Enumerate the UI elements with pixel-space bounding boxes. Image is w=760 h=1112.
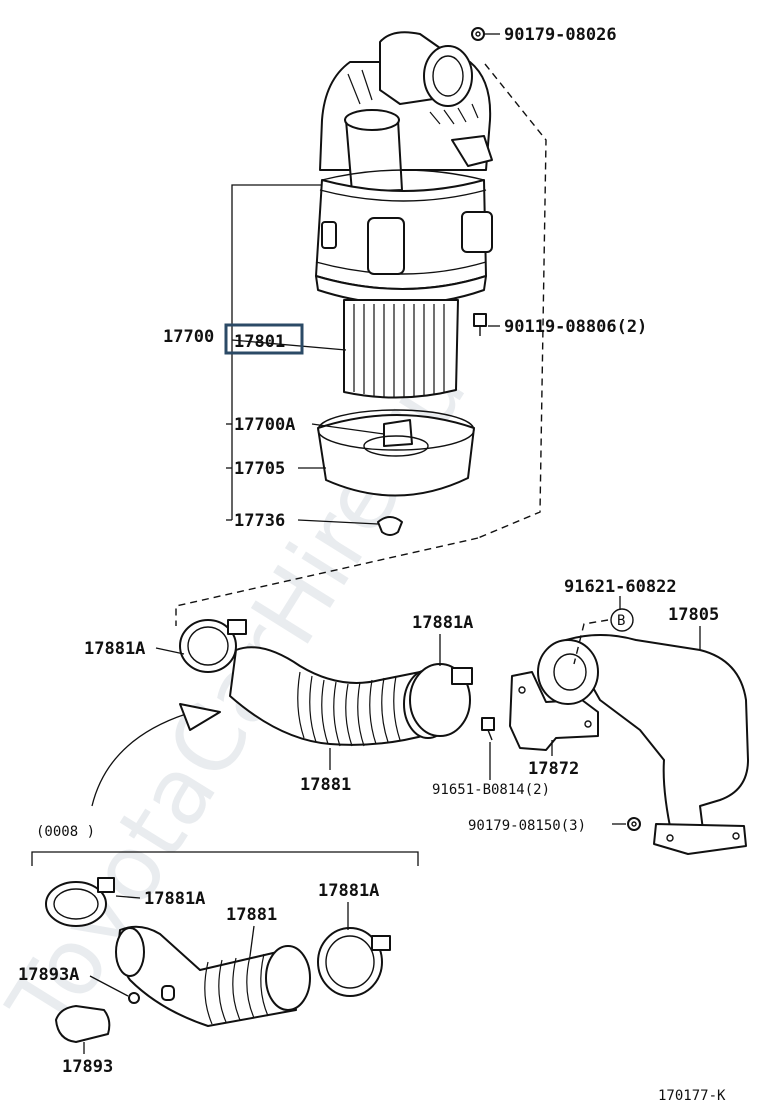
housing-clip-left: [321, 221, 337, 249]
lower-hose-bellows: [204, 953, 269, 1025]
callout-17881: 17881: [300, 775, 351, 795]
callout-17801: 17801: [234, 332, 285, 352]
marker-b: B: [617, 613, 625, 629]
plug-17893: [55, 1005, 111, 1043]
figure-code: 170177-K: [658, 1088, 726, 1104]
hose-assembly: [179, 619, 473, 747]
callout-17872: 17872: [528, 759, 579, 779]
callout-91651-B0814: 91651-B0814(2): [432, 782, 550, 798]
callout-17700A: 17700A: [234, 415, 295, 435]
nut-icon: [471, 27, 485, 41]
cap-ribs: [347, 69, 479, 125]
date-range-label: (0008 ): [36, 824, 95, 840]
lower-clamp-right: [317, 927, 383, 997]
marker-b-circle: [610, 608, 634, 632]
bottom-bowl-boss: [383, 419, 413, 447]
callout-17881-lower: 17881: [226, 905, 277, 925]
callout-17881A-lower-1: 17881A: [144, 889, 205, 909]
callout-90119-08806: 90119-08806(2): [504, 317, 647, 337]
intake-duct: [565, 634, 749, 839]
bolt-icon: [473, 313, 487, 336]
bracket-17872: [509, 671, 599, 751]
cap-bracket: [451, 135, 493, 167]
group-bracket-17700: [231, 184, 322, 520]
lower-hose-assembly: [45, 877, 391, 1043]
housing-clip-center: [367, 217, 405, 275]
housing-bottom-bowl: [317, 414, 475, 497]
nut-08150-icon: [627, 817, 641, 831]
element-pleats: [353, 304, 445, 398]
assembly-phantom-line: [477, 63, 547, 539]
variant-bracket: [31, 851, 419, 866]
intake-duct-17805: [537, 634, 749, 855]
reference-arrow: [91, 713, 187, 807]
highlight-box-17801: [224, 323, 304, 355]
duct-inlet: [537, 639, 599, 705]
small-clip: [128, 992, 140, 1004]
housing-clip-right: [461, 211, 493, 253]
callout-17736: 17736: [234, 511, 285, 531]
callout-17893: 17893: [62, 1057, 113, 1077]
callout-17705: 17705: [234, 459, 285, 479]
dust-valve: [377, 516, 403, 536]
bolt-91651-icon: [481, 717, 495, 741]
callout-17881A-left: 17881A: [84, 639, 145, 659]
air-filter-element: [343, 299, 459, 399]
callout-90179-08150: 90179-08150(3): [468, 818, 586, 834]
callout-17881A-right: 17881A: [412, 613, 473, 633]
hose-bellows: [297, 671, 401, 747]
elbow-outlet-opening: [423, 45, 473, 107]
callout-17700: 17700: [163, 327, 214, 347]
lower-hose-outlet: [265, 945, 311, 1011]
duct-flange: [653, 823, 747, 855]
air-cleaner-assembly: [315, 27, 547, 539]
callout-17881A-lower-2: 17881A: [318, 881, 379, 901]
callout-17805: 17805: [668, 605, 719, 625]
callout-91621-60822: 91621-60822: [564, 577, 677, 597]
callout-17893A: 17893A: [18, 965, 79, 985]
reference-arrow-head: [179, 703, 221, 731]
callout-90179-08026: 90179-08026: [504, 25, 617, 45]
